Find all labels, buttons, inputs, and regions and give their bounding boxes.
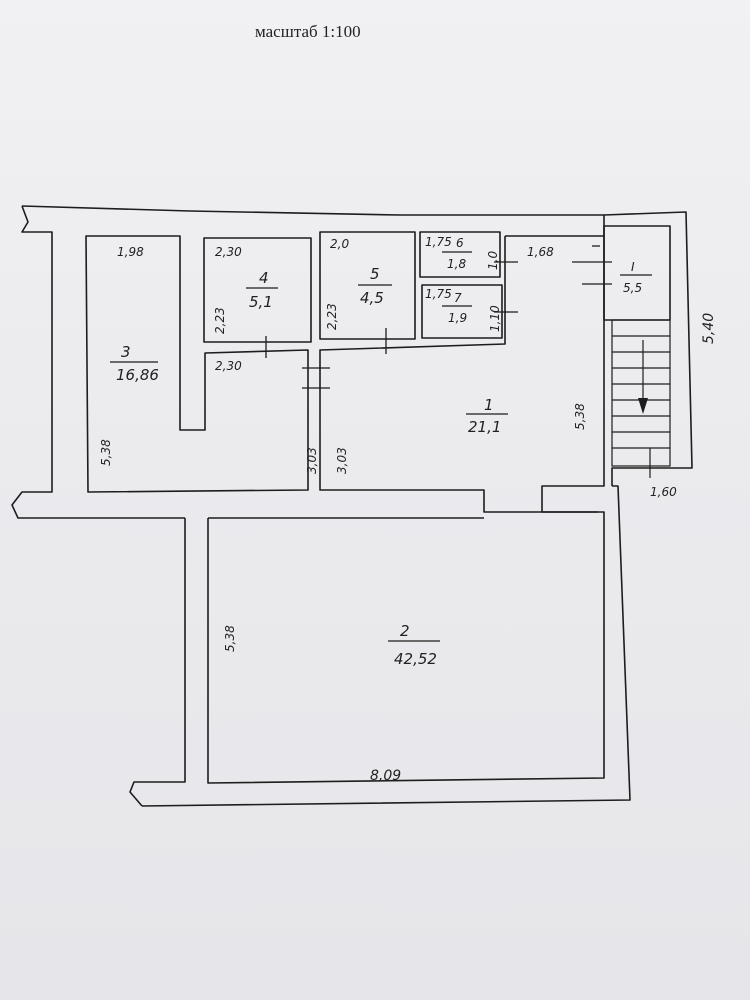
- room-2-wall: [208, 511, 598, 519]
- stair-flight: [611, 319, 671, 467]
- scale-label: масштаб 1:100: [255, 22, 361, 41]
- svg-text:16,86: 16,86: [116, 366, 159, 384]
- stair-steps: [612, 335, 670, 449]
- dim-room5-top: 2,0: [330, 237, 349, 251]
- dim-room6-side: 1,0: [486, 251, 500, 270]
- outer-wall-top: [11, 205, 185, 519]
- svg-text:1,8: 1,8: [447, 257, 466, 271]
- room-3-wall: [85, 235, 309, 493]
- svg-text:2: 2: [400, 622, 410, 640]
- dim-corridor-left: 3,03: [305, 447, 319, 474]
- svg-text:3: 3: [121, 343, 131, 361]
- dim-room5-side: 2,23: [325, 303, 339, 330]
- dim-corridor-right: 3,03: [335, 447, 349, 474]
- dim-room7-side: 1,10: [488, 305, 502, 332]
- dim-room3-top: 1,98: [117, 245, 144, 259]
- room-label-1: 1 21,1: [466, 396, 508, 436]
- svg-text:5,5: 5,5: [623, 281, 642, 295]
- room-label-4: 4 5,1: [246, 269, 278, 311]
- room-label-7: 7 1,9: [442, 291, 472, 325]
- room-1-wall: [319, 235, 604, 513]
- room-label-2: 2 42,52: [388, 622, 440, 668]
- svg-text:21,1: 21,1: [468, 418, 501, 436]
- room-label-5: 5 4,5: [358, 265, 392, 307]
- outer-wall-right: [603, 211, 693, 486]
- svg-text:5,1: 5,1: [249, 293, 273, 311]
- outer-wall-lower-right: [141, 485, 631, 807]
- dim-room6-top: 1,75: [425, 235, 452, 249]
- dim-room1-side: 5,38: [573, 403, 587, 430]
- room-label-3: 3 16,86: [110, 343, 159, 384]
- dim-stair-height: 5,40: [701, 313, 717, 344]
- dim-corridor-top: 2,30: [215, 359, 242, 373]
- outer-wall-top-inner: [21, 205, 605, 784]
- room-4-wall: [203, 237, 312, 343]
- dim-room1-top: 1,68: [527, 245, 554, 259]
- room-label-I: I 5,5: [620, 260, 652, 295]
- svg-text:5: 5: [370, 265, 380, 283]
- dim-room4-side: 2,23: [213, 307, 227, 334]
- svg-text:4: 4: [259, 269, 269, 287]
- stair-arrow-head-icon: [638, 398, 648, 414]
- dim-room4-top: 2,30: [215, 245, 242, 259]
- outer-wall-bottom-left: [129, 518, 186, 807]
- room-5-wall: [319, 231, 416, 340]
- dim-room3-side: 5,38: [99, 439, 113, 466]
- svg-text:7: 7: [454, 291, 462, 305]
- dim-stair-width: 1,60: [650, 485, 677, 499]
- stair-room-wall: [603, 225, 671, 321]
- dim-room2-bottom: 8,09: [370, 768, 401, 784]
- room-6-wall: [419, 231, 501, 278]
- dim-room7-top: 1,75: [425, 287, 452, 301]
- svg-text:4,5: 4,5: [360, 289, 384, 307]
- dim-room2-side: 5,38: [223, 625, 237, 652]
- svg-text:I: I: [631, 260, 635, 274]
- room-label-6: 6 1,8: [442, 236, 472, 271]
- svg-text:1: 1: [484, 396, 494, 414]
- svg-text:42,52: 42,52: [394, 650, 437, 668]
- svg-text:6: 6: [456, 236, 464, 250]
- svg-text:1,9: 1,9: [448, 311, 467, 325]
